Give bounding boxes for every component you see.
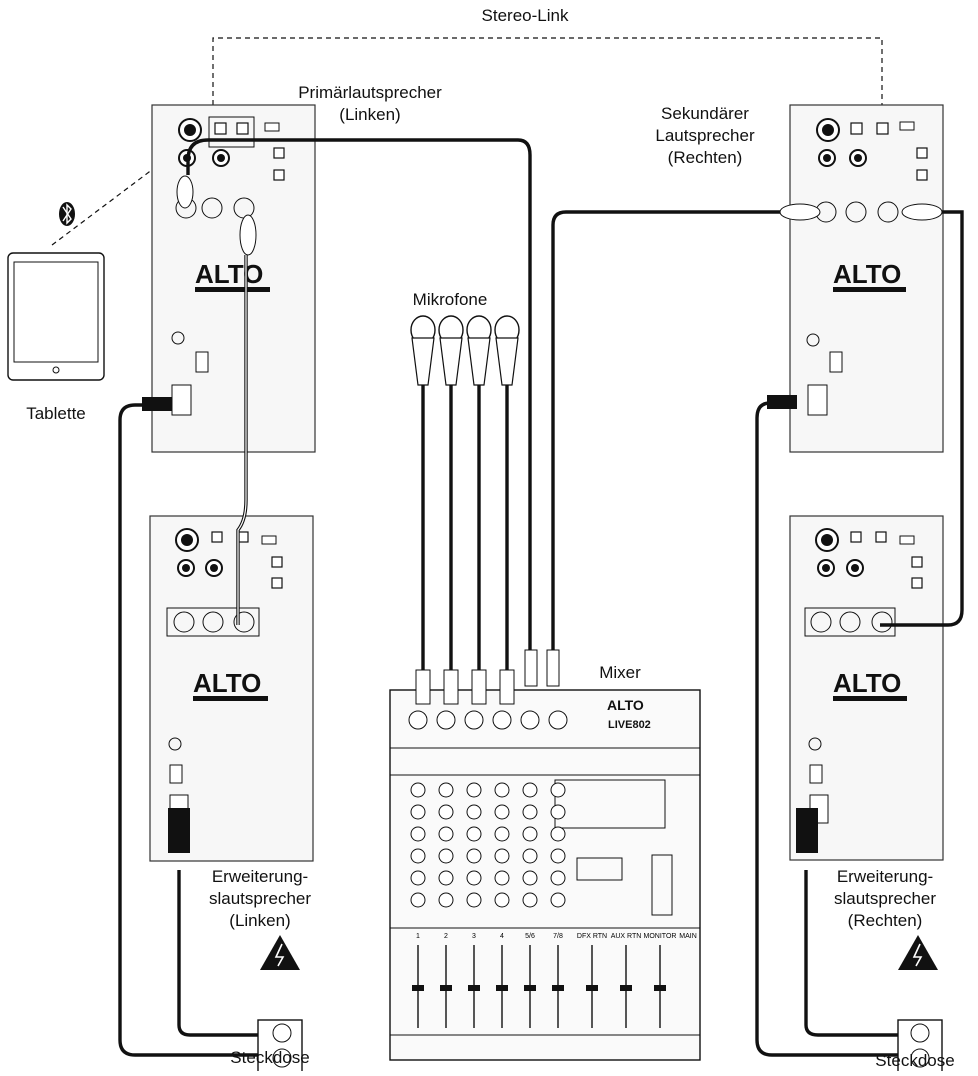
power-cable-ext-right: [804, 870, 900, 1037]
cable-secondary-to-ext-right: [880, 210, 964, 627]
secondary-speaker-label-1: Sekundärer: [661, 104, 749, 123]
mixer-channel-number: 3: [472, 933, 476, 940]
primary-speaker-label-1: Primärlautsprecher: [298, 83, 442, 102]
brand-logo-secondary: ALTO: [833, 259, 901, 289]
bluetooth-link-line: [51, 159, 166, 246]
mixer-strip-3: [464, 710, 484, 1028]
tablet: [7, 252, 105, 381]
mixer-strip-2: [436, 710, 456, 1028]
power-cable-primary: [118, 403, 258, 1057]
outlet-right: [897, 935, 943, 1075]
ext-right-label-2: slautsprecher: [833, 889, 937, 908]
power-cable-ext-left: [177, 870, 258, 1037]
brand-logo-ext-left: ALTO: [193, 668, 261, 698]
mixer-channel-number: 1: [416, 933, 420, 940]
power-cable-secondary: [755, 401, 900, 1057]
mixer-channel-number: 7/8: [553, 933, 563, 940]
mixer-section-label: AUX RTN: [611, 933, 642, 940]
mixer-strip-7: [586, 945, 598, 1028]
primary-speaker-label-2: (Linken): [339, 105, 401, 124]
cable-secondary-to-mixer: [551, 210, 780, 650]
primary-speaker-panel: ALTO: [151, 104, 316, 453]
mixer-section-label: MONITOR: [644, 933, 677, 940]
mixer-strip-5: [520, 710, 540, 1028]
mixer-strip-9: [654, 945, 666, 1028]
mixer-strip-4: [492, 710, 512, 1028]
ext-right-label-1: Erweiterung-: [836, 867, 934, 886]
extension-speaker-left-panel: ALTO: [149, 515, 314, 862]
plug-ext-right: [796, 808, 818, 853]
mixer-channel-number: 4: [500, 933, 504, 940]
mixer-channel-number: 2: [444, 933, 448, 940]
mixer-section-label: DFX RTN: [577, 933, 607, 940]
microphone-1: [410, 315, 436, 705]
microphone-2: [438, 315, 464, 705]
extension-speaker-right-panel: ALTO: [789, 515, 944, 861]
mixer-label: Mixer: [599, 663, 641, 682]
outlet-left: [257, 935, 303, 1075]
secondary-speaker-label-2: Lautsprecher: [655, 126, 755, 145]
stereo-link-line: [212, 37, 883, 105]
brand-logo-ext-right: ALTO: [833, 668, 901, 698]
outlet-left-label: Steckdose: [230, 1048, 310, 1067]
ext-right-label-3: (Rechten): [847, 911, 923, 930]
mixer-strip-8: [620, 945, 632, 1028]
microphone-4: [494, 315, 520, 705]
ext-left-label-1: Erweiterung-: [211, 867, 309, 886]
ext-left-label-2: slautsprecher: [208, 889, 312, 908]
mixer-channel-number: 5/6: [525, 933, 535, 940]
mixer-brand: ALTO: [607, 697, 644, 713]
bluetooth-icon: [59, 202, 75, 226]
secondary-speaker-label-3: (Rechten): [667, 148, 743, 167]
mixer-body: ALTO LIVE802: [389, 689, 701, 1061]
outlet-right-label: Steckdose: [875, 1051, 955, 1070]
mixer-strip-1: [408, 710, 428, 1028]
microphone-3: [466, 315, 492, 705]
ext-left-label-3: (Linken): [229, 911, 291, 930]
mixer-model: LIVE802: [608, 719, 651, 731]
cable-primary-to-mixer: [186, 138, 532, 650]
mixer-strip-6: [548, 710, 568, 1028]
mixer-section-label: MAIN: [679, 933, 697, 940]
secondary-speaker-panel: ALTO: [789, 104, 944, 453]
plug-ext-left: [168, 808, 190, 853]
microphones-label: Mikrofone: [412, 290, 488, 309]
tablet-label: Tablette: [26, 404, 86, 423]
stereo-link-label: Stereo-Link: [481, 6, 569, 25]
microphones: [410, 315, 520, 705]
brand-logo-primary: ALTO: [195, 259, 263, 289]
